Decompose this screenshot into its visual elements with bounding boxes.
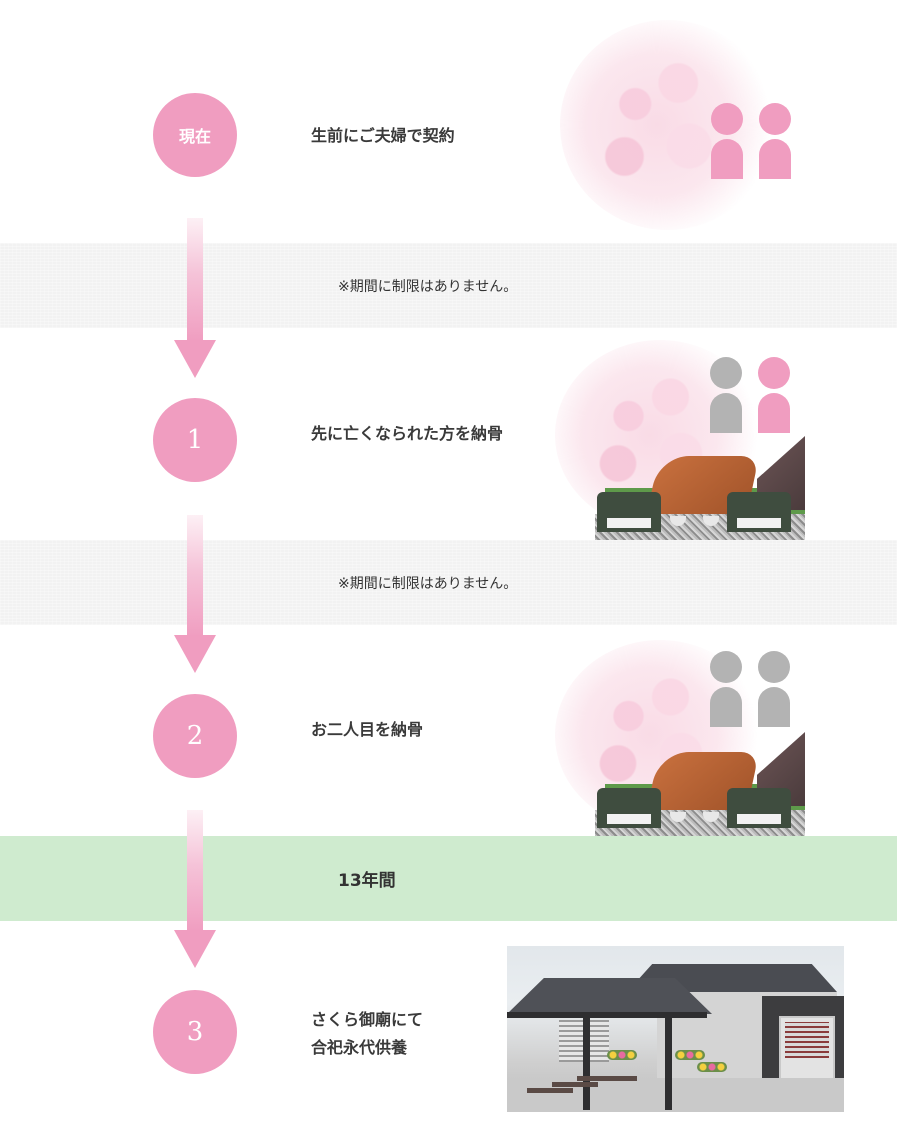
duration-text: 13年間	[338, 871, 396, 891]
cherry-blossom-image	[560, 20, 775, 230]
second-interment-illustration	[555, 640, 855, 836]
step-label: 先に亡くなられた方を納骨	[311, 424, 504, 443]
period-note-text: ※期間に制限はありません。	[338, 575, 518, 592]
step-label: お二人目を納骨	[311, 720, 424, 739]
step-badge-3: 3	[153, 990, 237, 1074]
grave-plot-image	[595, 732, 805, 836]
period-note-band-2: ※期間に制限はありません。	[0, 540, 897, 625]
step-badge-2: 2	[153, 694, 237, 778]
down-arrow-icon	[174, 515, 216, 675]
contract-illustration	[555, 10, 855, 230]
step-label-line-2: 合祀永代供養	[311, 1038, 408, 1057]
step-badge-now: 現在	[153, 93, 237, 177]
step-label: 生前にご夫婦で契約	[311, 126, 455, 145]
grave-plot-image	[595, 436, 805, 540]
duration-band: 13年間	[0, 836, 897, 921]
first-interment-illustration	[555, 340, 855, 540]
period-note-band-1: ※期間に制限はありません。	[0, 243, 897, 328]
mausoleum-photo	[507, 946, 844, 1112]
down-arrow-icon	[174, 218, 216, 378]
down-arrow-icon	[174, 810, 216, 970]
step-badge-1: 1	[153, 398, 237, 482]
step-label: さくら御廟にて 合祀永代供養	[311, 1006, 423, 1062]
period-note-text: ※期間に制限はありません。	[338, 278, 518, 295]
step-label-line-1: さくら御廟にて	[311, 1010, 424, 1029]
